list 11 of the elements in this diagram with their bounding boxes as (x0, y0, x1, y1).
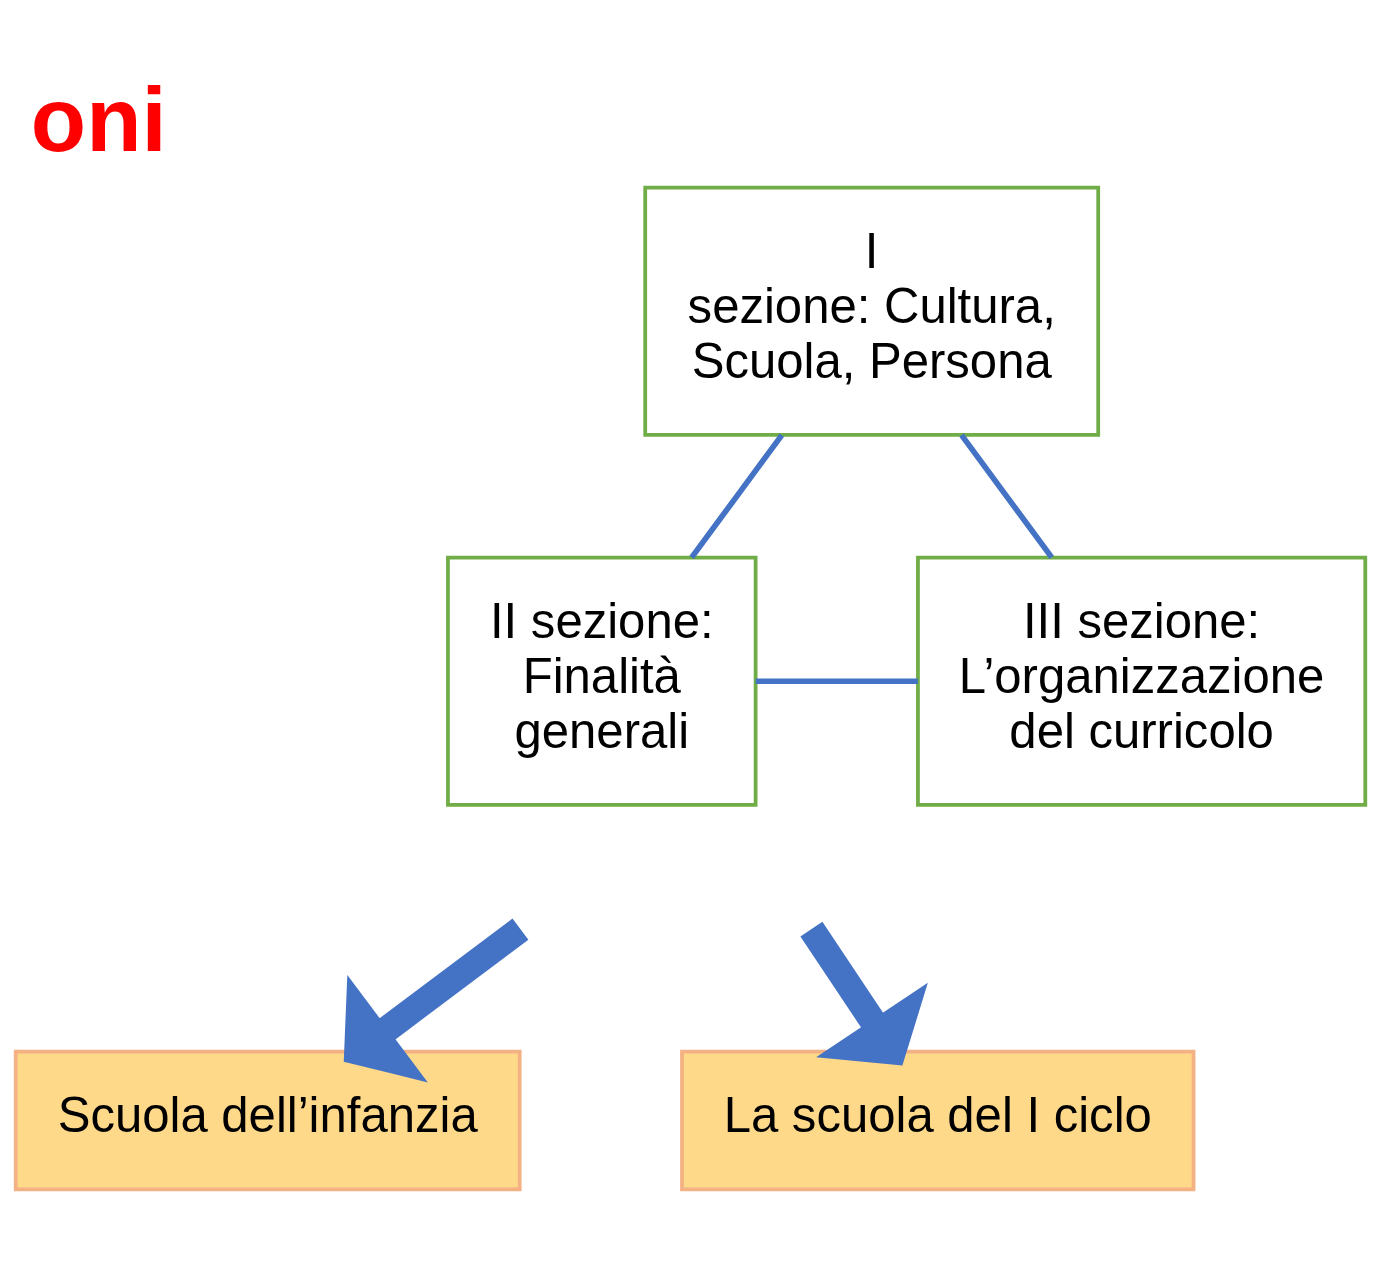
node-box: III sezione: L’organizzazione del curricolo (916, 555, 1368, 807)
arrow (800, 921, 928, 1066)
connector (755, 678, 918, 685)
connector (959, 433, 1054, 560)
node-box: La scuola del I ciclo (680, 1049, 1196, 1192)
connector (689, 433, 785, 560)
diagram-title: oni (30, 68, 167, 170)
node-box: Scuola dell’infanzia (13, 1049, 522, 1192)
node-box: II sezione: Finalità generali (446, 555, 758, 807)
node-box: I sezione: Cultura, Scuola, Persona (643, 185, 1101, 437)
arrow (343, 918, 529, 1083)
